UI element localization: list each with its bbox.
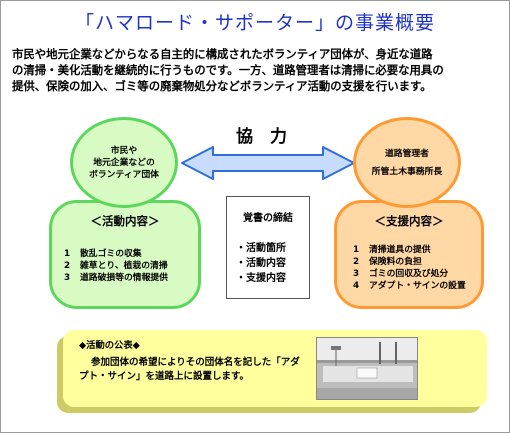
- intro-paragraph: 市民や地元企業などからなる自主的に構成されたボランティア団体が、身近な道路 の清…: [12, 46, 508, 94]
- agreement-heading: 覚書の締結: [243, 213, 293, 224]
- double-arrow-icon: [181, 146, 355, 180]
- agreement-box: 覚書の締結 ・活動箇所 ・活動内容 ・支援内容: [226, 196, 310, 299]
- list-item: ・支援内容: [236, 273, 286, 284]
- publication-text: 参加団体の希望によりその団体名を記した「アダプト・サイン」を道路上に設置します。: [79, 357, 300, 382]
- volunteer-group-circle: 市民や 地元企業などの ボランティア団体: [70, 117, 178, 208]
- list-item: ・活動内容: [236, 258, 286, 269]
- road-manager-circle: 道路管理者 所管土木事務所長: [353, 117, 461, 208]
- photo-image: [317, 338, 417, 399]
- agreement-list: ・活動箇所 ・活動内容 ・支援内容: [236, 241, 286, 286]
- circle-line: 道路管理者: [384, 148, 429, 159]
- publication-heading: ◆活動の公表◆: [79, 340, 140, 351]
- activity-heading: ＜活動内容＞: [90, 214, 160, 228]
- circle-line: 所管土木事務所長: [371, 166, 443, 177]
- intro-line: 市民や地元企業などからなる自主的に構成されたボランティア団体が、身近な道路: [12, 47, 433, 61]
- cooperation-label: 協力: [236, 127, 304, 147]
- circle-line: 市民や: [110, 145, 138, 156]
- adopt-sign-photo: [316, 337, 418, 400]
- circle-line: 地元企業などの: [93, 157, 155, 168]
- support-heading: ＜支援内容＞: [374, 214, 444, 228]
- page-title: 「ハマロード・サポーター」の事業概要: [74, 12, 435, 34]
- intro-line: の清掃・美化活動を継続的に行うものです。一方、道路管理者は清掃に必要な用具の: [12, 63, 444, 77]
- list-item: ・活動箇所: [236, 243, 286, 254]
- intro-line: 提供、保険の加入、ゴミ等の廃棄物処分などボランティア活動の支援を行います。: [12, 79, 432, 93]
- circle-line: ボランティア団体: [89, 169, 159, 180]
- publication-panel: ◆活動の公表◆ 参加団体の希望によりその団体名を記した「アダプト・サイン」を道路…: [63, 330, 487, 407]
